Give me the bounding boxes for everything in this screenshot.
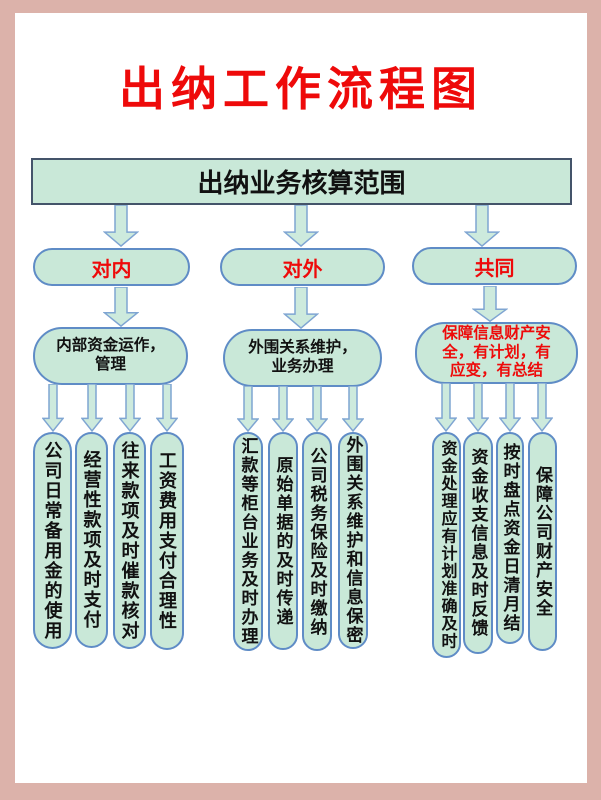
arrow-down-icon: [531, 383, 553, 432]
arrow-down-icon: [342, 386, 364, 432]
arrow-down-icon: [272, 386, 294, 432]
arrow-down-icon: [156, 384, 178, 432]
branch-summary-internal: 内部资金运作， 管理: [33, 327, 188, 385]
arrow-down-icon: [283, 205, 319, 247]
leaf-node: 工资费用支付合理性: [150, 432, 184, 650]
summary-line: 外围关系维护，: [248, 339, 357, 357]
branch-pill-internal: 对内: [33, 248, 190, 286]
branch-pill-label: 共同: [474, 257, 515, 280]
leaf-label: 往来款项及时催款核对: [119, 440, 140, 641]
arrow-down-icon: [103, 205, 139, 247]
leaf-label: 资金处理应有计划准确及时: [438, 440, 456, 650]
leaf-label: 资金收支信息及时反馈: [468, 448, 488, 638]
leaf-node: 汇款等柜台业务及时办理: [233, 432, 263, 651]
branch-pill-label: 对外: [282, 258, 323, 281]
root-node-label: 出纳业务核算范围: [197, 168, 406, 198]
leaf-label: 公司日常备用金的使用: [42, 440, 63, 641]
leaf-label: 工资费用支付合理性: [157, 451, 177, 631]
leaf-label: 原始单据的及时传递: [273, 455, 293, 627]
leaf-label: 保障公司财产安全: [533, 465, 552, 618]
arrow-down-icon: [464, 205, 500, 247]
arrow-down-icon: [467, 383, 489, 432]
leaf-node: 资金收支信息及时反馈: [463, 432, 493, 654]
leaf-node: 原始单据的及时传递: [268, 432, 298, 650]
diagram-canvas: 出纳工作流程图 出纳业务核算范围 对内 对外 共同 内部资金运作， 管理 外围关…: [15, 13, 587, 783]
leaf-node: 经营性款项及时支付: [75, 432, 108, 648]
arrow-down-icon: [435, 383, 457, 432]
summary-line: 保障信息财产安: [442, 324, 551, 342]
leaf-label: 公司税务保险及时缴纳: [307, 446, 327, 637]
leaf-label: 汇款等柜台业务及时办理: [238, 437, 258, 646]
summary-line: 全，有计划，有: [442, 343, 551, 361]
root-node: 出纳业务核算范围: [31, 158, 572, 205]
arrow-down-icon: [81, 384, 103, 432]
leaf-label: 外围关系维护和信息保密: [343, 436, 363, 645]
branch-pill-external: 对外: [220, 248, 385, 286]
arrow-down-icon: [283, 287, 319, 329]
arrow-down-icon: [103, 287, 139, 327]
summary-line: 内部资金运作，: [56, 337, 165, 355]
branch-pill-common: 共同: [412, 247, 577, 285]
leaf-label: 按时盘点资金日清月结: [500, 443, 520, 633]
branch-summary-external: 外围关系维护， 业务办理: [223, 329, 382, 387]
leaf-node: 外围关系维护和信息保密: [338, 432, 368, 649]
branch-pill-label: 对内: [91, 258, 132, 281]
arrow-down-icon: [499, 383, 521, 432]
arrow-down-icon: [472, 286, 508, 322]
arrow-down-icon: [42, 384, 64, 432]
arrow-down-icon: [119, 384, 141, 432]
arrow-down-icon: [237, 386, 259, 432]
summary-line: 业务办理: [271, 358, 334, 375]
leaf-node: 保障公司财产安全: [528, 432, 557, 651]
leaf-node: 公司日常备用金的使用: [33, 432, 72, 649]
leaf-node: 公司税务保险及时缴纳: [302, 432, 332, 651]
leaf-label: 经营性款项及时支付: [81, 450, 102, 630]
leaf-node: 资金处理应有计划准确及时: [432, 432, 461, 658]
page-title: 出纳工作流程图: [119, 62, 483, 116]
summary-line: 管理: [94, 356, 126, 373]
summary-line: 应变，有总结: [449, 362, 543, 380]
leaf-node: 往来款项及时催款核对: [113, 432, 146, 649]
leaf-node: 按时盘点资金日清月结: [496, 432, 524, 644]
branch-summary-common: 保障信息财产安 全，有计划，有 应变，有总结: [415, 322, 578, 384]
arrow-down-icon: [306, 386, 328, 432]
